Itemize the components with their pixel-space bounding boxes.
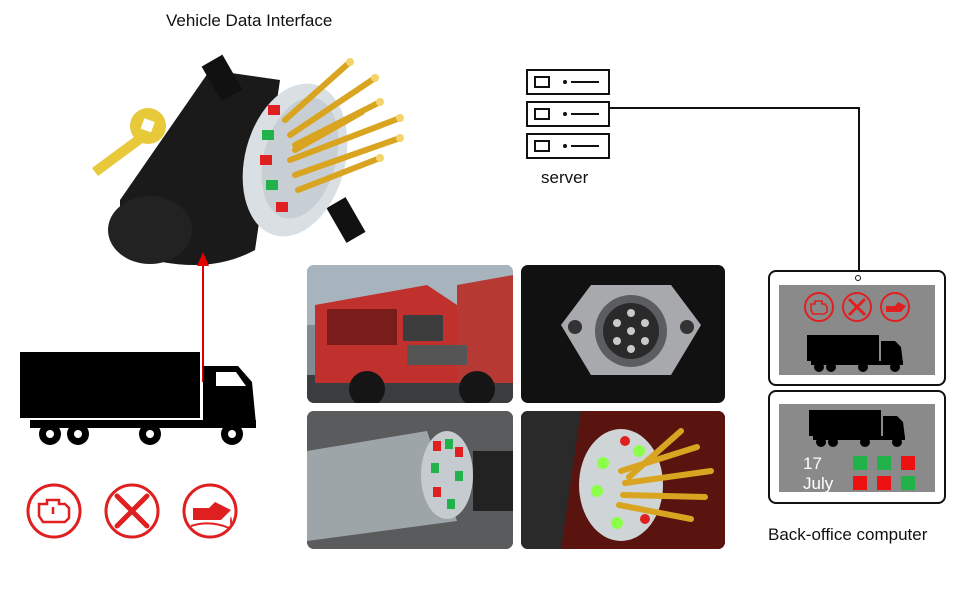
socket-photo-image bbox=[561, 285, 701, 375]
status-grid bbox=[853, 456, 919, 492]
truck-photo-image bbox=[307, 265, 513, 403]
status-cell bbox=[901, 476, 915, 490]
key-icon bbox=[92, 108, 166, 176]
server-label: server bbox=[541, 168, 589, 187]
data-flow-arrow bbox=[197, 252, 209, 382]
vehicle-data-interface-label: Vehicle Data Interface bbox=[166, 11, 333, 30]
back-office-screen-alerts bbox=[768, 270, 946, 386]
oil-can-icon bbox=[880, 292, 910, 322]
screen-display: 17 July bbox=[779, 404, 935, 493]
wrench-icon bbox=[842, 292, 872, 322]
connector-icon bbox=[92, 54, 404, 265]
truck-icon bbox=[809, 410, 905, 447]
engine-warning-icon bbox=[26, 483, 82, 539]
alert-icons bbox=[804, 292, 910, 322]
status-cell bbox=[877, 456, 891, 470]
glowing-photo-image bbox=[521, 411, 725, 549]
warning-icons bbox=[26, 483, 238, 539]
back-office-label: Back-office computer bbox=[768, 525, 928, 544]
server-icon bbox=[526, 69, 610, 159]
date-month: July bbox=[803, 474, 834, 493]
status-cell bbox=[853, 476, 867, 490]
truck-icon bbox=[20, 352, 256, 445]
network-connection-line bbox=[610, 107, 860, 270]
truck-icon bbox=[807, 335, 903, 372]
screen-display bbox=[779, 285, 935, 375]
status-cell bbox=[901, 456, 915, 470]
camera-dot bbox=[855, 275, 861, 281]
status-cell bbox=[853, 456, 867, 470]
photo-red-truck bbox=[307, 265, 513, 403]
status-cell bbox=[877, 476, 891, 490]
photo-plugged-connector bbox=[307, 411, 513, 549]
date-day: 17 bbox=[803, 454, 822, 473]
photo-socket bbox=[521, 265, 725, 403]
photo-glowing-connector bbox=[521, 411, 725, 549]
wrench-icon bbox=[104, 483, 160, 539]
engine-warning-icon bbox=[804, 292, 834, 322]
back-office-screen-schedule: 17 July bbox=[768, 390, 946, 504]
plugged-photo-image bbox=[307, 411, 513, 549]
oil-can-icon bbox=[182, 483, 238, 539]
